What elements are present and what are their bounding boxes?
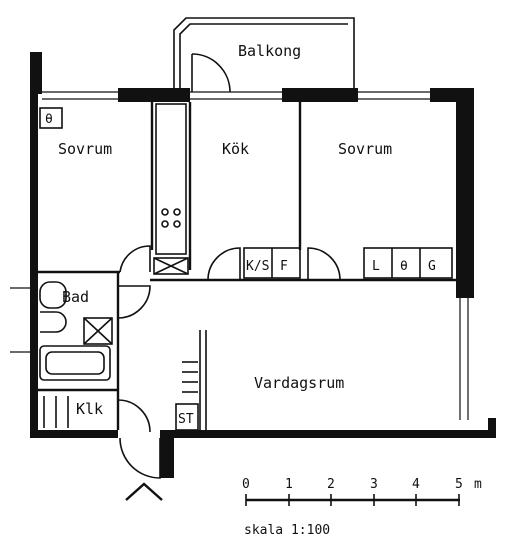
corner-symbol-box [39, 107, 63, 129]
living-storage [175, 361, 199, 431]
wall-bottom-right [160, 430, 496, 438]
scale-tick-0: 0 [242, 477, 250, 492]
interior-walls [38, 102, 456, 430]
label-balkong: Balkong [238, 42, 301, 60]
label-corner-theta: θ [45, 112, 53, 127]
wall-top-kitchen-left [118, 88, 190, 102]
scale-bar: 0 1 2 3 4 5 m skala 1:100 [242, 477, 482, 538]
wall-bottom-left [30, 430, 118, 438]
wardrobes-center [243, 247, 301, 279]
label-theta: θ [400, 259, 408, 274]
wardrobes-right [363, 247, 453, 279]
doors [117, 53, 341, 479]
utility-shelves [43, 396, 69, 428]
shower-drain-icon [83, 317, 113, 345]
scale-tick-3: 3 [370, 477, 378, 492]
label-bad: Bad [62, 288, 89, 306]
wall-left [30, 52, 38, 438]
scale-tick-4: 4 [412, 477, 420, 492]
label-vardagsrum: Vardagsrum [254, 374, 344, 392]
wall-entrance-post [160, 430, 174, 478]
scale-tick-1: 1 [285, 477, 293, 492]
label-st: ST [178, 412, 194, 427]
entrance-arrow-icon [125, 482, 163, 501]
label-ks: K/S [246, 259, 269, 274]
windows [10, 91, 469, 420]
sink-icon [40, 311, 67, 333]
bathroom-fixtures [39, 281, 113, 381]
wall-bottom-right-corner [488, 418, 496, 438]
bathtub-icon [39, 345, 111, 381]
scale-tick-5: 5 [455, 477, 463, 492]
label-g: G [428, 259, 436, 274]
exterior-walls [30, 52, 496, 478]
label-sovrum-right: Sovrum [338, 140, 392, 158]
label-f: F [280, 259, 288, 274]
toilet-icon [39, 281, 67, 309]
scale-unit: m [474, 477, 482, 492]
balcony-outline [173, 17, 355, 92]
scale-caption: skala 1:100 [244, 523, 330, 538]
wall-top-kitchen-right [282, 88, 358, 102]
label-sovrum-left: Sovrum [58, 140, 112, 158]
wall-right-upper [456, 88, 474, 298]
kitchen-counter [153, 103, 189, 275]
label-l: L [372, 259, 380, 274]
label-kok: Kök [222, 140, 249, 158]
label-klk: Klk [76, 400, 103, 418]
scale-tick-2: 2 [327, 477, 335, 492]
